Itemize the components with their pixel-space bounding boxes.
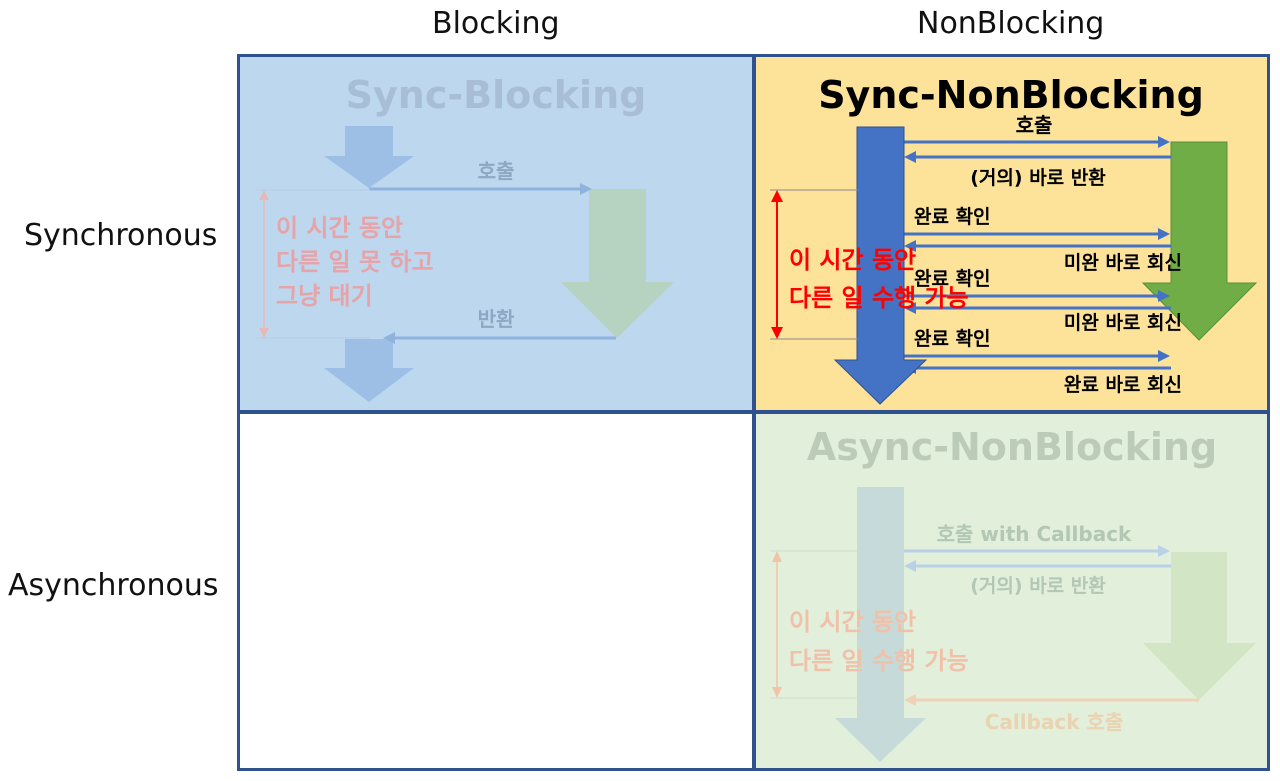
check-arrowhead-1: [1158, 228, 1170, 240]
row-header-asynchronous: Asynchronous: [8, 568, 219, 603]
check-label-2: 완료 확인: [914, 267, 991, 290]
sync-blocking-title: Sync-Blocking: [346, 73, 647, 117]
call-label: 호출: [1016, 113, 1053, 137]
immediate-return-label: (거의) 바로 반환: [970, 575, 1106, 597]
call-arrowhead: [1158, 545, 1170, 557]
immediate-return-label: (거의) 바로 반환: [970, 167, 1106, 189]
callee-arrow: [1143, 552, 1256, 700]
work-text-line1: 이 시간 동안: [789, 246, 916, 274]
reply-label-2: 미완 바로 회신: [1064, 312, 1182, 334]
check-label-3: 완료 확인: [914, 327, 991, 350]
callback-label: Callback 호출: [985, 710, 1124, 734]
call-label: 호출: [478, 159, 515, 183]
column-header-blocking: Blocking: [432, 6, 560, 41]
caller-arrow-top: [324, 126, 414, 188]
wait-bracket-tip-top: [259, 190, 269, 200]
wait-text-line1: 이 시간 동안: [276, 214, 403, 242]
reply-label-3: 완료 바로 회신: [1064, 374, 1182, 396]
work-bracket-tip-bottom: [771, 327, 783, 339]
immediate-return-arrowhead: [904, 560, 916, 572]
sync-nonblocking-title: Sync-NonBlocking: [818, 73, 1204, 117]
immediate-return-arrowhead: [904, 151, 916, 163]
return-label: 반환: [478, 307, 515, 331]
call-label: 호출 with Callback: [937, 522, 1132, 546]
column-header-nonblocking: NonBlocking: [917, 6, 1105, 41]
wait-bracket-tip-bottom: [259, 328, 269, 338]
check-arrowhead-3: [1158, 350, 1170, 362]
caller-arrow: [835, 487, 926, 762]
work-bracket-tip-top: [772, 551, 782, 562]
sync-blocking-panel: Sync-Blocking 호출 반환 이 시간 동안 다른 일 못 하고 그: [256, 73, 674, 402]
cell-sync-blocking: [237, 54, 755, 413]
row-header-synchronous: Synchronous: [24, 218, 218, 253]
work-bracket-tip-bottom: [772, 687, 782, 698]
cell-async-blocking: [237, 411, 755, 771]
caller-arrow: [833, 126, 928, 405]
reply-arrowhead-2: [904, 302, 916, 314]
check-arrowhead-2: [1158, 290, 1170, 302]
return-arrowhead: [383, 332, 395, 344]
async-nonblocking-panel: Async-NonBlocking 호출 with Callback (거의) …: [770, 425, 1256, 762]
reply-arrowhead-1: [904, 240, 916, 252]
callback-arrowhead: [904, 694, 916, 706]
callee-arrow: [561, 189, 674, 338]
wait-text-line2: 다른 일 못 하고: [276, 248, 434, 276]
sync-nonblocking-panel: Sync-NonBlocking 호출 (거의) 바로 반환 완료 확인 미완 …: [770, 73, 1258, 405]
reply-label-1: 미완 바로 회신: [1064, 252, 1182, 274]
callee-arrow: [1141, 141, 1258, 341]
wait-text-line3: 그냥 대기: [276, 282, 373, 310]
work-text-line2: 다른 일 수행 가능: [789, 647, 969, 675]
work-text-line2: 다른 일 수행 가능: [789, 284, 969, 312]
async-nonblocking-title: Async-NonBlocking: [807, 425, 1217, 469]
caller-arrow-bottom: [324, 339, 414, 402]
check-label-1: 완료 확인: [914, 205, 991, 228]
work-bracket-tip-top: [771, 190, 783, 202]
call-arrowhead: [580, 183, 592, 195]
work-text-line1: 이 시간 동안: [789, 608, 916, 636]
call-arrowhead: [1158, 136, 1170, 148]
